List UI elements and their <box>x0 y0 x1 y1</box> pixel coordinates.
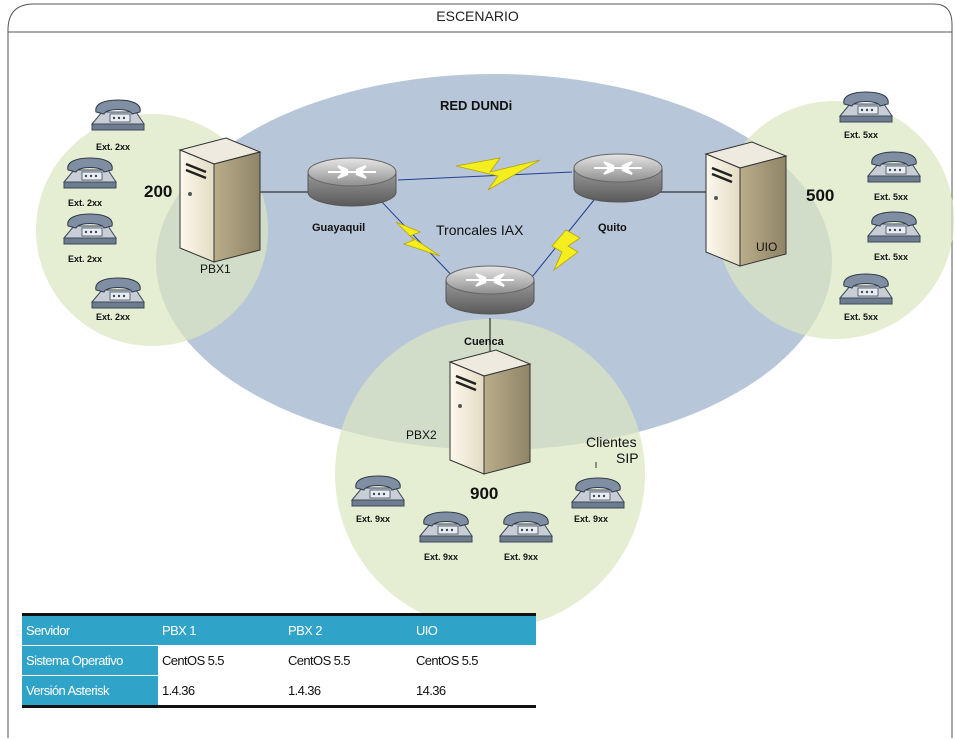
server-spec-table: Servidor PBX 1 PBX 2 UIO Sistema Operati… <box>22 613 536 708</box>
server-pbx1 <box>178 136 262 264</box>
phone-icon <box>571 477 625 509</box>
site-circle-bottom <box>335 319 645 629</box>
outer-frame <box>7 3 953 738</box>
trunks-label: Troncales IAX <box>436 222 524 238</box>
trunk-guayaquil-quito <box>397 171 573 181</box>
table-cell: CentOS 5.5 <box>158 645 284 676</box>
table-header-cell: Servidor <box>26 623 70 638</box>
router-label-quito: Quito <box>598 222 627 234</box>
phone-icon <box>419 511 473 543</box>
phone-label: Ext. 2xx <box>96 142 131 152</box>
router-label-guayaquil: Guayaquil <box>312 222 366 234</box>
table-cell: CentOS 5.5 <box>284 645 412 676</box>
uio-label: UIO <box>756 240 778 254</box>
lightning-bolt-top <box>455 157 541 191</box>
pbx2-number: 900 <box>470 484 499 503</box>
table-cell: 1.4.36 <box>158 675 284 708</box>
phone-icon <box>839 91 893 123</box>
pbx1-label: PBX1 <box>200 262 231 276</box>
uio-number: 500 <box>806 186 835 205</box>
sip-clients-label: SIP <box>616 450 639 466</box>
phone-label: Ext. 5xx <box>874 192 909 202</box>
phone-label: Ext. 2xx <box>96 312 131 322</box>
pbx1-number: 200 <box>144 182 173 201</box>
phone-icon <box>63 157 117 189</box>
table-header-cell: UIO <box>416 623 438 638</box>
router-cuenca <box>445 265 535 315</box>
trunk-guayaquil-cuenca <box>379 199 459 283</box>
phone-label: Ext. 2xx <box>68 198 103 208</box>
router-quito <box>573 153 663 203</box>
table-cell: Sistema Operativo <box>22 645 158 676</box>
phone-icon <box>63 213 117 245</box>
table-header-cell: PBX 1 <box>162 623 196 638</box>
phone-label: Ext. 2xx <box>68 254 103 264</box>
phone-label: Ext. 9xx <box>424 552 459 562</box>
phone-icon <box>839 273 893 305</box>
phone-icon <box>499 511 553 543</box>
network-label: RED DUNDi <box>440 98 513 113</box>
router-guayaquil <box>307 157 397 207</box>
table-cell: 1.4.36 <box>284 675 412 708</box>
lightning-bolt-right <box>551 229 581 272</box>
phone-label: Ext. 9xx <box>356 514 391 524</box>
phone-label: Ext. 9xx <box>504 552 539 562</box>
table-row: Sistema Operativo CentOS 5.5 CentOS 5.5 … <box>22 645 536 676</box>
table-row: Versión Asterisk 1.4.36 1.4.36 14.36 <box>22 675 536 708</box>
diagram-title: ESCENARIO <box>436 8 519 24</box>
phone-icon <box>351 475 405 507</box>
router-label-cuenca: Cuenca <box>464 336 504 348</box>
pbx2-label: PBX2 <box>406 428 437 442</box>
table-header-cell: PBX 2 <box>288 623 322 638</box>
phone-icon <box>867 211 921 243</box>
phone-icon <box>867 151 921 183</box>
phone-icon <box>91 99 145 131</box>
table-cell: 14.36 <box>412 675 536 708</box>
phone-label: Ext. 5xx <box>844 312 879 322</box>
table-header-row: Servidor PBX 1 PBX 2 UIO <box>22 614 536 646</box>
table-cell: CentOS 5.5 <box>412 645 536 676</box>
lightning-bolt-left <box>395 221 441 257</box>
sip-clients-label: Clientes <box>586 434 637 450</box>
phone-icon <box>91 277 145 309</box>
phone-label: Ext. 5xx <box>874 252 909 262</box>
phone-label: Ext. 5xx <box>844 130 879 140</box>
table-cell: Versión Asterisk <box>22 675 158 708</box>
server-pbx2 <box>448 348 532 476</box>
phone-label: Ext. 9xx <box>574 514 609 524</box>
